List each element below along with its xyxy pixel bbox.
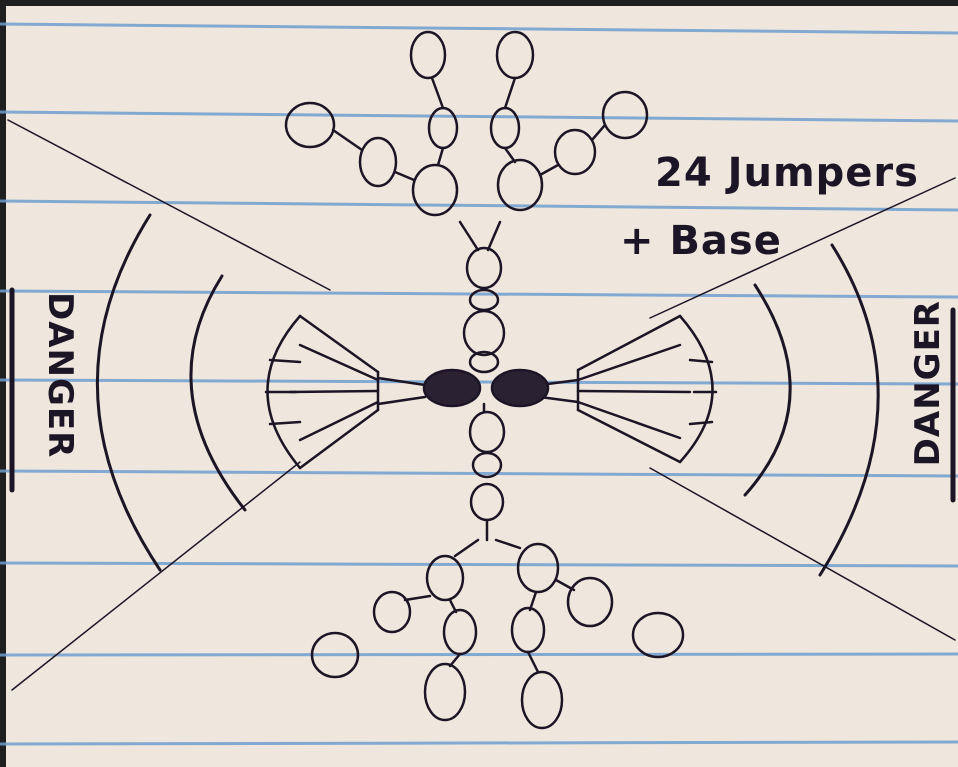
bottom-jumpers bbox=[312, 540, 683, 728]
top-jumpers bbox=[286, 32, 647, 250]
danger-label-left: DANGER bbox=[40, 292, 80, 458]
right-canopy bbox=[540, 316, 716, 462]
note-jumpers-count: 24 Jumpers bbox=[655, 150, 919, 196]
danger-label-right: DANGER bbox=[908, 300, 948, 466]
left-canopy bbox=[266, 316, 425, 468]
base-formation bbox=[424, 248, 548, 540]
note-base: + Base bbox=[620, 218, 782, 264]
